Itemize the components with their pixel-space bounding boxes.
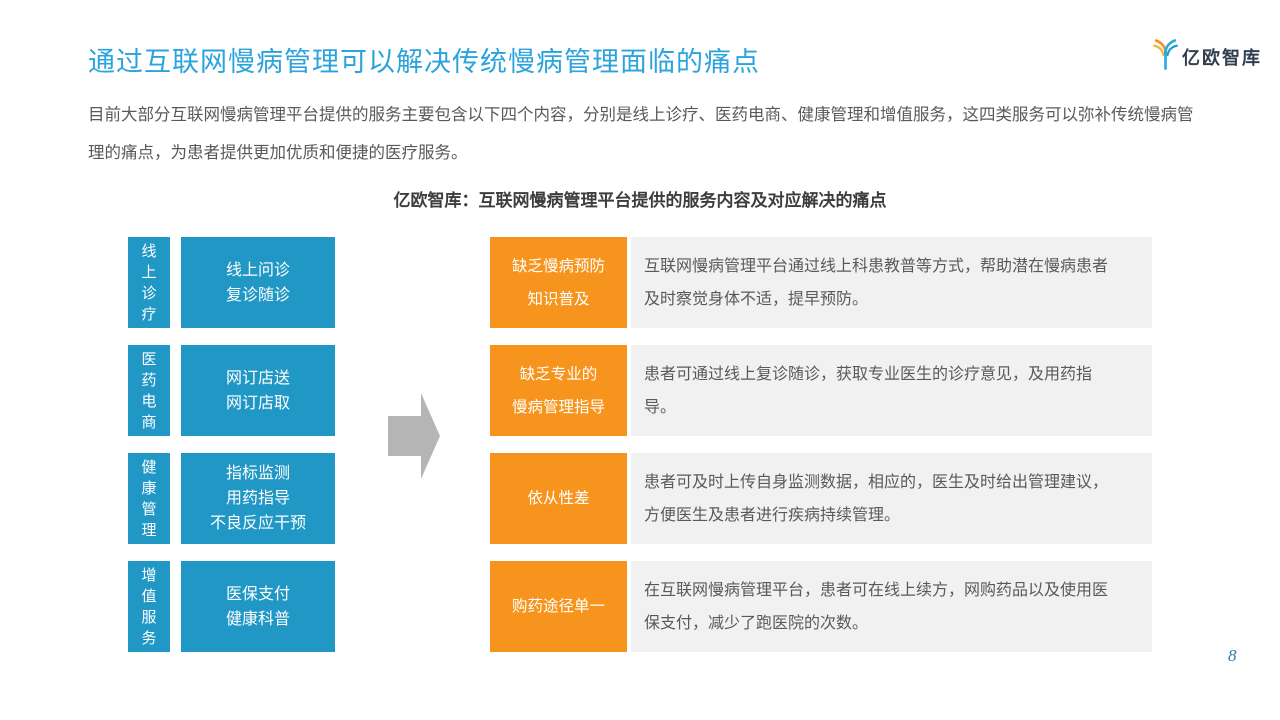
pain-label-line: 慢病管理指导 <box>511 398 605 416</box>
page-number: 8 <box>1228 646 1237 665</box>
service-category-label: 健康管理 <box>128 453 170 544</box>
service-item: 不良反应干预 <box>209 515 306 532</box>
pain-row: 缺乏专业的 慢病管理指导 患者可通过线上复诊随诊，获取专业医生的诊疗意见，及用药… <box>490 345 1152 436</box>
service-row-online-diagnosis: 线上诊疗 线上问诊 复诊随诊 <box>128 237 335 328</box>
solution-text: 患者可通过线上复诊随诊，获取专业医生的诊疗意见，及用药指导。 <box>644 365 1093 416</box>
service-category-text: 增值服务 <box>141 566 157 647</box>
pain-label-box: 依从性差 <box>490 453 627 544</box>
brand-logo-icon <box>1152 38 1179 75</box>
pain-label-line: 依从性差 <box>527 490 590 507</box>
service-row-pharma-ecommerce: 医药电商 网订店送 网订店取 <box>128 345 335 436</box>
brand-logo: 亿欧智库 <box>1152 38 1262 75</box>
service-category-text: 健康管理 <box>141 458 157 539</box>
solution-text: 在互联网慢病管理平台，患者可在线上续方，网购药品以及使用医保支付，减少了跑医院的… <box>644 581 1109 632</box>
right-arrow-icon <box>388 393 440 484</box>
brand-logo-text: 亿欧智库 <box>1182 47 1262 68</box>
service-category-text: 医药电商 <box>141 350 157 431</box>
solution-box: 互联网慢病管理平台通过线上科患教普等方式，帮助潜在慢病患者及时察觉身体不适，提早… <box>631 237 1152 328</box>
pain-row: 购药途径单一 在互联网慢病管理平台，患者可在线上续方，网购药品以及使用医保支付，… <box>490 561 1152 652</box>
service-item: 健康科普 <box>225 610 290 628</box>
pain-label-box: 缺乏专业的 慢病管理指导 <box>490 345 627 436</box>
service-item: 复诊随诊 <box>225 286 290 304</box>
services-column: 线上诊疗 线上问诊 复诊随诊 医药电商 网订店送 网订店取 健康管理 指标监测 … <box>128 237 335 669</box>
pain-row: 依从性差 患者可及时上传自身监测数据，相应的，医生及时给出管理建议，方便医生及患… <box>490 453 1152 544</box>
pain-label-line: 购药途径单一 <box>511 598 605 615</box>
service-item: 网订店取 <box>225 394 290 412</box>
solution-box: 在互联网慢病管理平台，患者可在线上续方，网购药品以及使用医保支付，减少了跑医院的… <box>631 561 1152 652</box>
solution-box: 患者可通过线上复诊随诊，获取专业医生的诊疗意见，及用药指导。 <box>631 345 1152 436</box>
service-category-label: 医药电商 <box>128 345 170 436</box>
service-items-box: 医保支付 健康科普 <box>181 561 335 652</box>
service-item: 线上问诊 <box>225 261 290 279</box>
solution-text: 患者可及时上传自身监测数据，相应的，医生及时给出管理建议，方便医生及患者进行疾病… <box>644 473 1109 524</box>
solution-box: 患者可及时上传自身监测数据，相应的，医生及时给出管理建议，方便医生及患者进行疾病… <box>631 453 1152 544</box>
service-items-box: 指标监测 用药指导 不良反应干预 <box>181 453 335 544</box>
intro-paragraph: 目前大部分互联网慢病管理平台提供的服务主要包含以下四个内容，分别是线上诊疗、医药… <box>88 106 1194 162</box>
pain-label-box: 缺乏慢病预防 知识普及 <box>490 237 627 328</box>
figure-title: 亿欧智库：互联网慢病管理平台提供的服务内容及对应解决的痛点 <box>393 191 887 210</box>
service-item: 网订店送 <box>225 369 290 387</box>
service-items-box: 网订店送 网订店取 <box>181 345 335 436</box>
service-row-health-management: 健康管理 指标监测 用药指导 不良反应干预 <box>128 453 335 544</box>
pain-label-box: 购药途径单一 <box>490 561 627 652</box>
service-item: 用药指导 <box>225 490 290 507</box>
pain-points-column: 缺乏慢病预防 知识普及 互联网慢病管理平台通过线上科患教普等方式，帮助潜在慢病患… <box>490 237 1152 669</box>
pain-label-line: 知识普及 <box>527 290 590 308</box>
pain-label-line: 缺乏专业的 <box>519 365 598 383</box>
service-row-value-added: 增值服务 医保支付 健康科普 <box>128 561 335 652</box>
service-item: 指标监测 <box>225 465 290 482</box>
pain-label-line: 缺乏慢病预防 <box>511 257 605 275</box>
pain-row: 缺乏慢病预防 知识普及 互联网慢病管理平台通过线上科患教普等方式，帮助潜在慢病患… <box>490 237 1152 328</box>
solution-text: 互联网慢病管理平台通过线上科患教普等方式，帮助潜在慢病患者及时察觉身体不适，提早… <box>644 257 1109 308</box>
service-item: 医保支付 <box>225 585 290 603</box>
service-items-box: 线上问诊 复诊随诊 <box>181 237 335 328</box>
page-title: 通过互联网慢病管理可以解决传统慢病管理面临的痛点 <box>88 47 760 77</box>
service-category-label: 增值服务 <box>128 561 170 652</box>
service-category-label: 线上诊疗 <box>128 237 170 328</box>
service-category-text: 线上诊疗 <box>141 242 157 323</box>
